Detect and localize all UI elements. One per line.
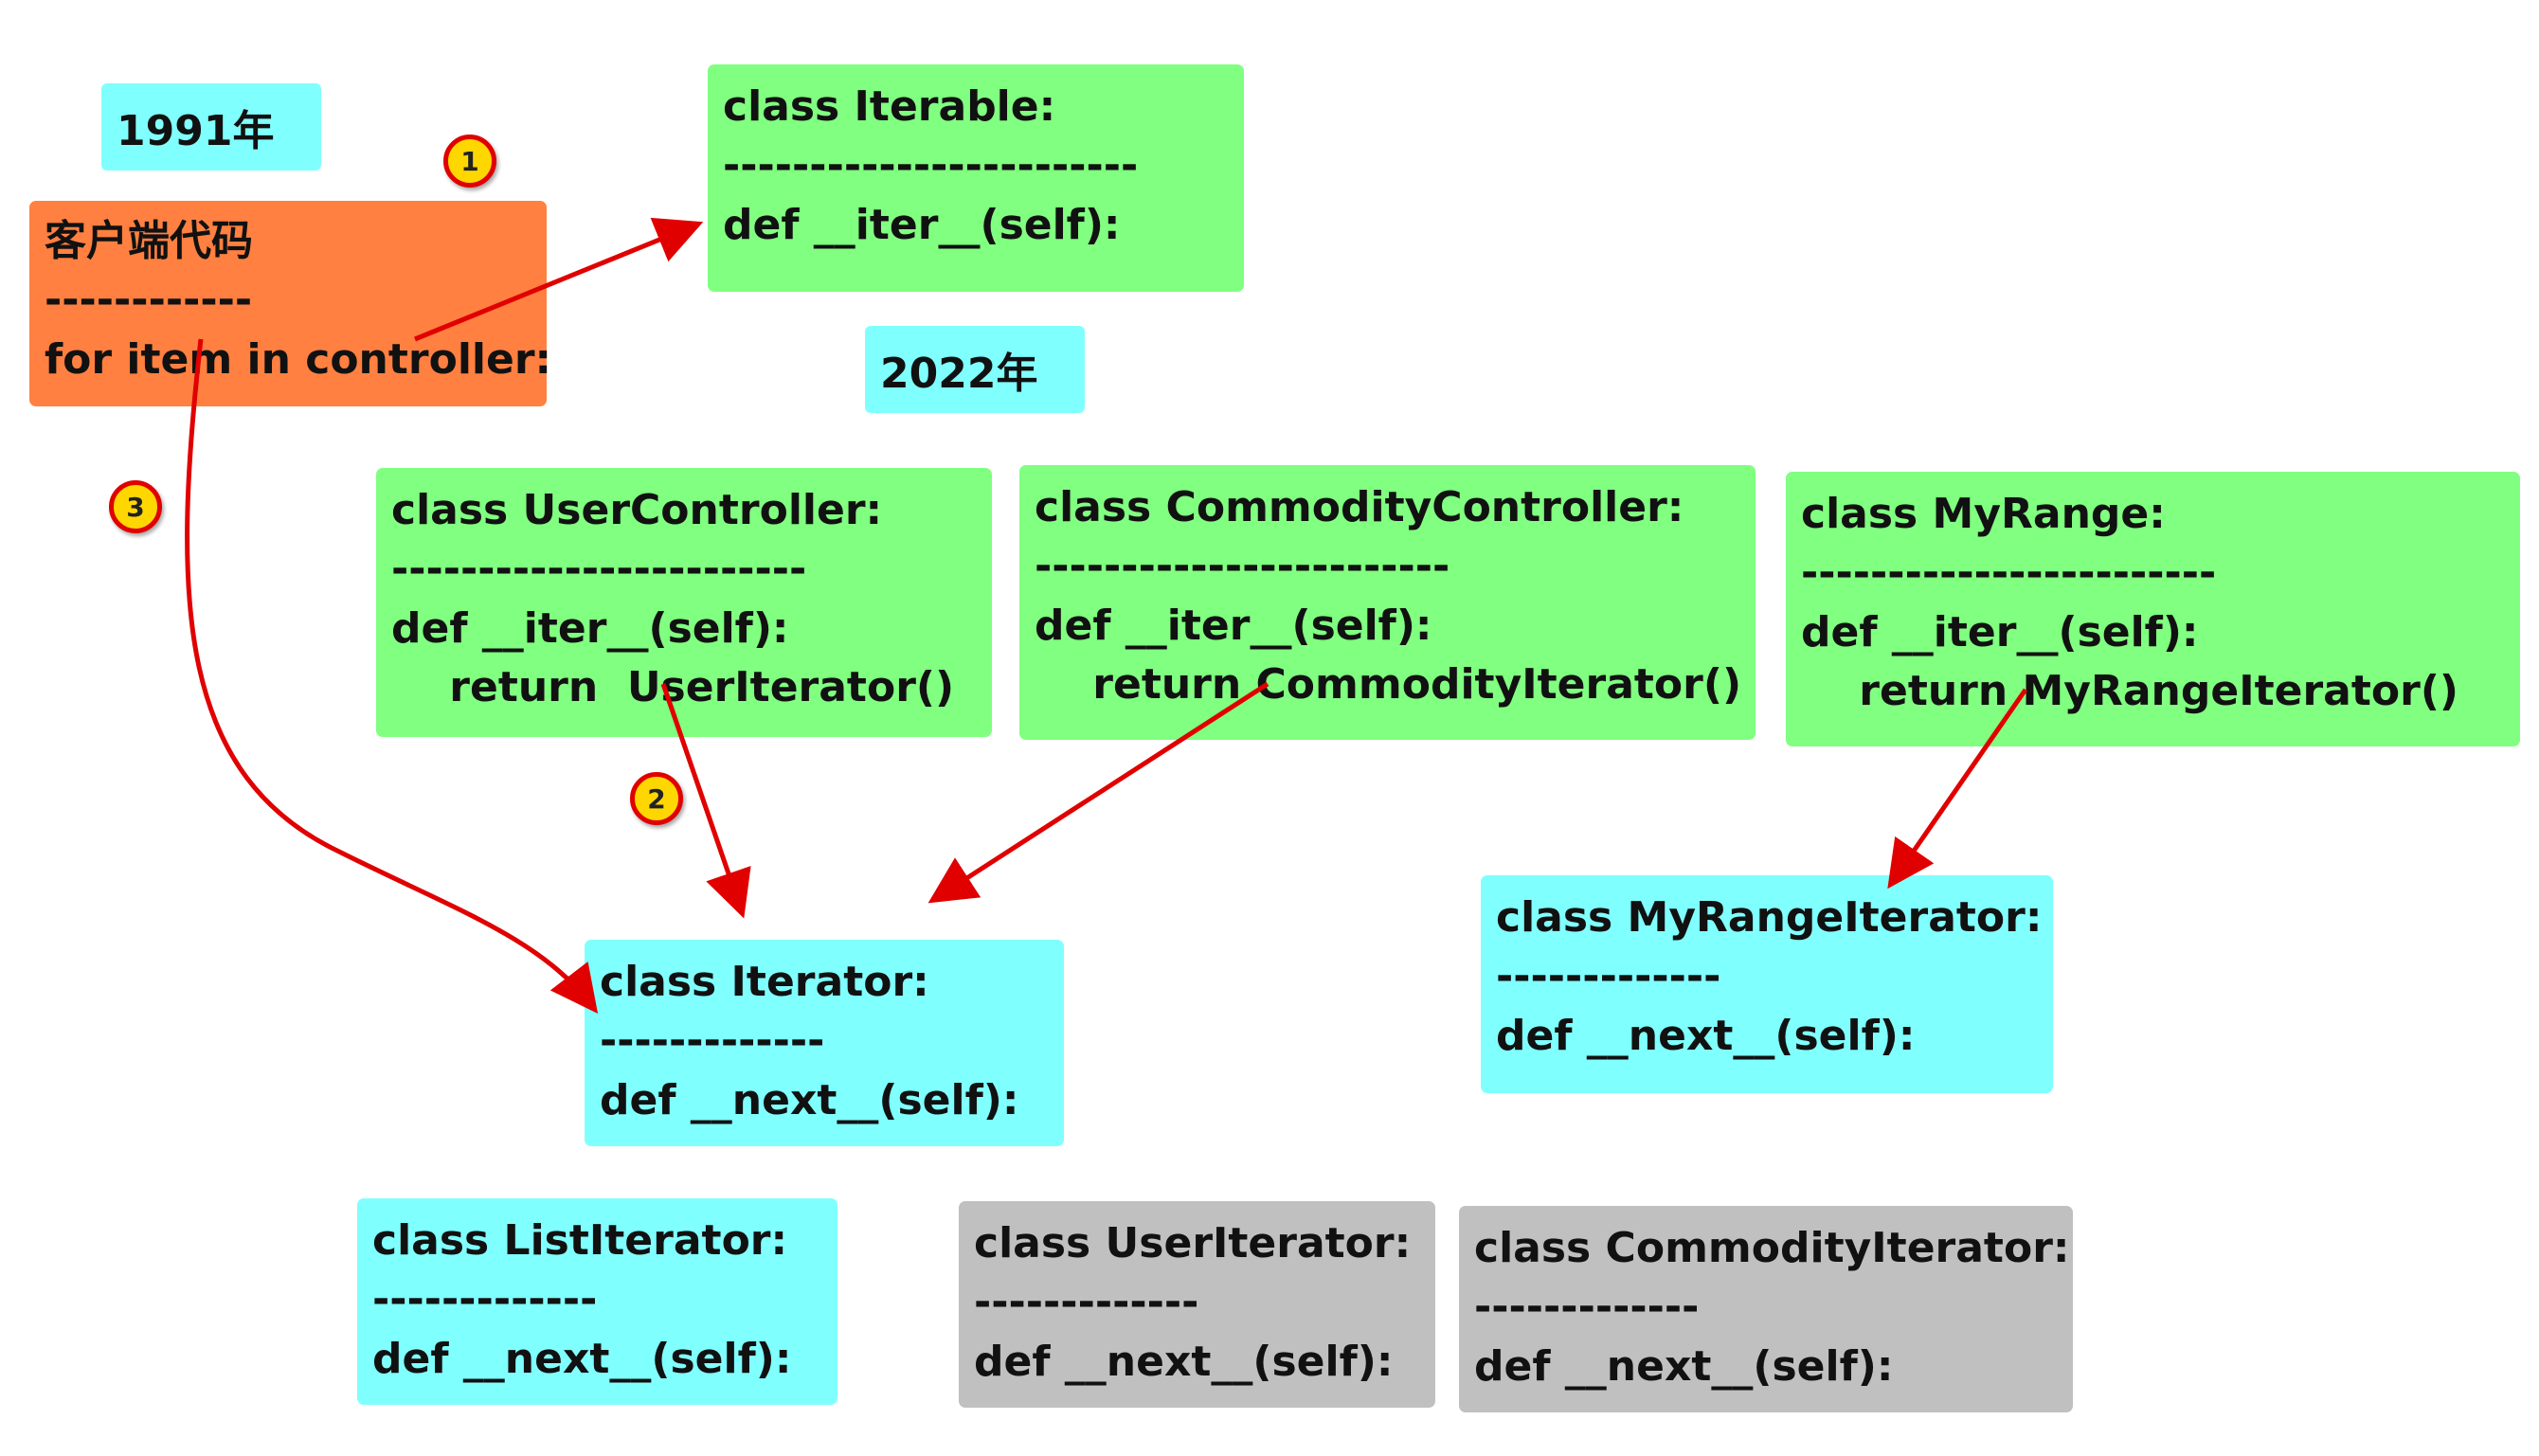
commodity-iterator-separator: ------------- (1474, 1283, 1700, 1332)
user-controller-box: class UserController: ------------------… (376, 468, 992, 737)
year-1991-label: 1991年 (117, 107, 275, 155)
my-range-iterator-separator: ------------- (1496, 952, 1721, 1001)
iterator-separator: ------------- (600, 1016, 825, 1066)
commodity-controller-return: return CommodityIterator() (1035, 660, 1742, 710)
list-iterator-method: def __next__(self): (372, 1334, 792, 1383)
commodity-controller-title: class CommodityController: (1035, 483, 1684, 531)
list-iterator-separator: ------------- (372, 1275, 598, 1324)
step-badge-3: 3 (109, 480, 162, 533)
user-iterator-separator: ------------- (974, 1278, 1199, 1327)
my-range-method: def __iter__(self): (1801, 607, 2199, 656)
user-controller-return: return UserIterator() (391, 663, 955, 712)
commodity-iterator-box: class CommodityIterator: ------------- d… (1459, 1206, 2073, 1412)
my-range-iterator-title: class MyRangeIterator: (1496, 893, 2043, 942)
commodity-controller-separator: ------------------------ (1035, 542, 1450, 591)
step-badge-1-label: 1 (460, 145, 479, 177)
my-range-iterator-box: class MyRangeIterator: ------------- def… (1481, 875, 2053, 1093)
user-controller-method: def __iter__(self): (391, 603, 789, 653)
step-badge-2: 2 (630, 772, 683, 825)
user-controller-separator: ------------------------ (391, 545, 807, 594)
commodity-controller-box: class CommodityController: -------------… (1019, 465, 1756, 740)
iterator-method: def __next__(self): (600, 1075, 1019, 1124)
commodity-iterator-title: class CommodityIterator: (1474, 1224, 2070, 1272)
commodity-controller-method: def __iter__(self): (1035, 601, 1432, 650)
my-range-title: class MyRange: (1801, 490, 2166, 538)
iterable-class-box: class Iterable: ------------------------… (708, 64, 1244, 292)
my-range-box: class MyRange: ------------------------ … (1786, 472, 2520, 746)
iterable-title: class Iterable: (723, 82, 1056, 131)
client-code-loop: for item in controller: (45, 334, 552, 384)
client-code-separator: ------------ (45, 276, 253, 325)
client-code-box: 客户端代码 ------------ for item in controlle… (29, 201, 552, 406)
list-iterator-box: class ListIterator: ------------- def __… (357, 1198, 837, 1405)
list-iterator-title: class ListIterator: (372, 1216, 788, 1265)
user-iterator-box: class UserIterator: ------------- def __… (959, 1201, 1435, 1408)
user-iterator-method: def __next__(self): (974, 1337, 1394, 1386)
step-badge-3-label: 3 (126, 491, 145, 523)
user-iterator-title: class UserIterator: (974, 1219, 1412, 1267)
year-2022-label: 2022年 (880, 350, 1038, 398)
my-range-iterator-method: def __next__(self): (1496, 1011, 1916, 1060)
my-range-return: return MyRangeIterator() (1801, 667, 2459, 716)
year-tag-2022: 2022年 (865, 326, 1085, 413)
iterator-title: class Iterator: (600, 958, 929, 1006)
iterator-class-box: class Iterator: ------------- def __next… (585, 940, 1064, 1146)
client-code-title: 客户端代码 (45, 217, 253, 265)
commodity-iterator-method: def __next__(self): (1474, 1341, 1894, 1391)
iterable-separator: ------------------------ (723, 141, 1139, 190)
year-tag-1991: 1991年 (101, 83, 321, 171)
iterable-method: def __iter__(self): (723, 200, 1121, 249)
step-badge-2-label: 2 (647, 782, 666, 815)
user-controller-title: class UserController: (391, 486, 883, 534)
my-range-separator: ------------------------ (1801, 548, 2217, 598)
step-badge-1: 1 (443, 135, 496, 188)
